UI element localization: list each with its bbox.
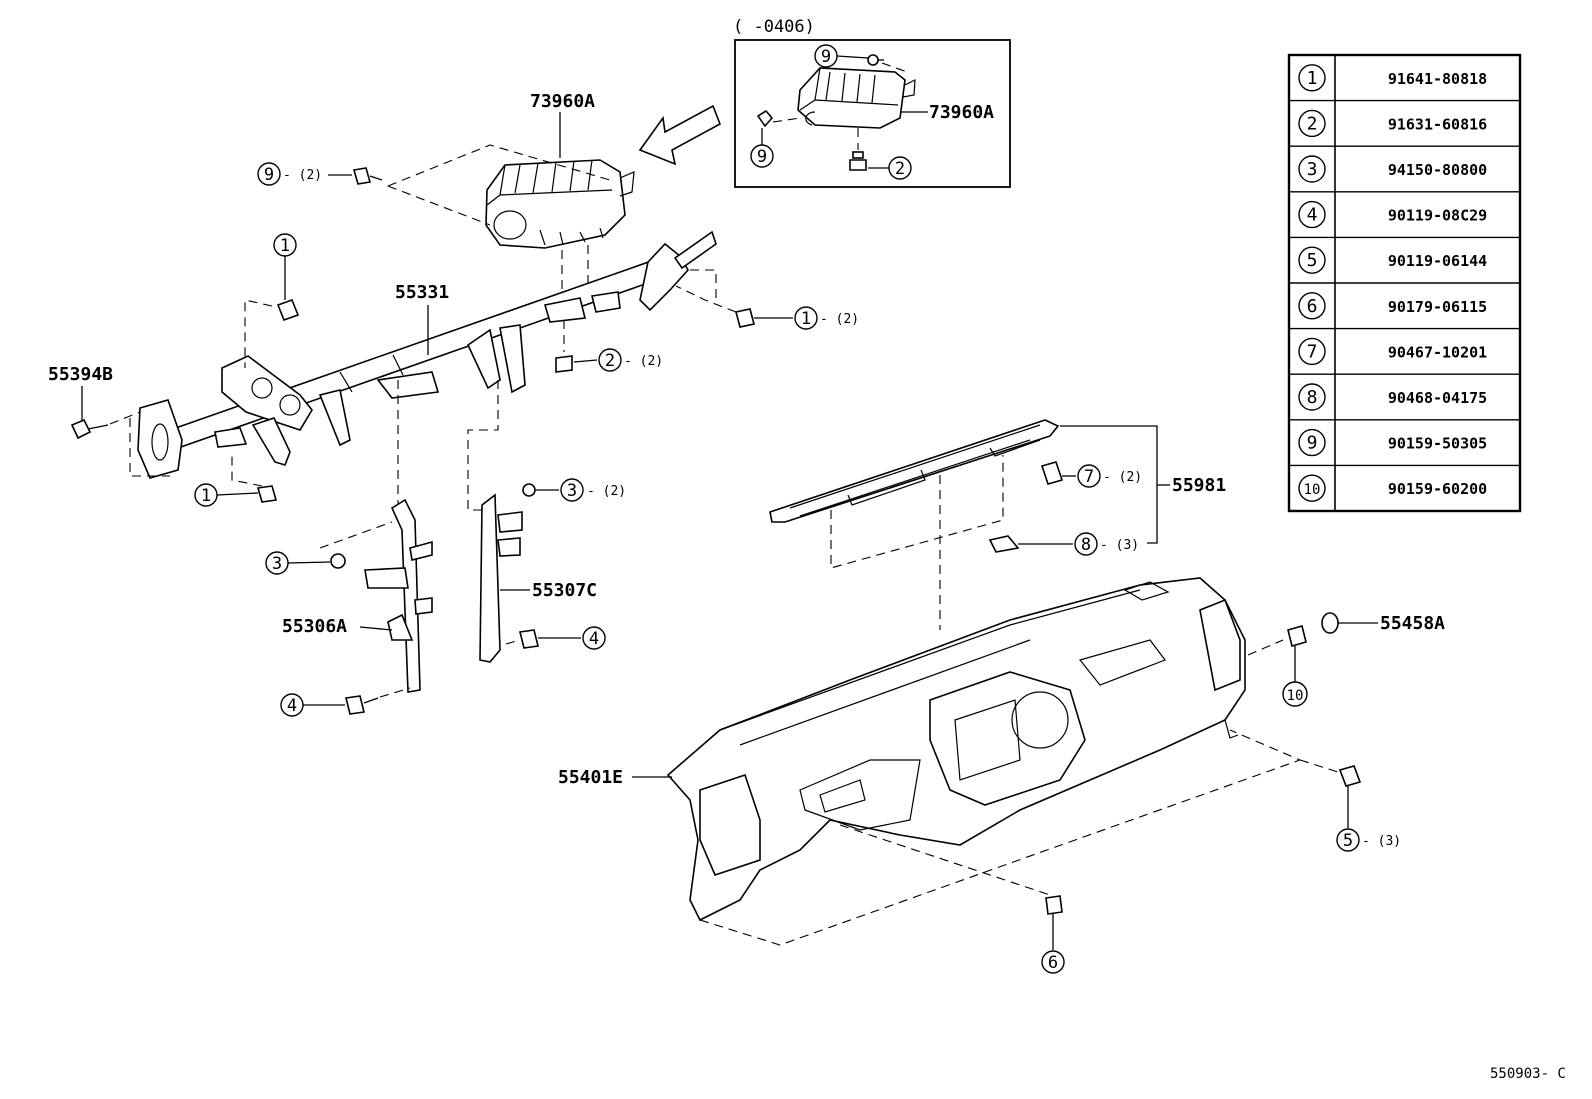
defroster-nozzle-label: 55981 — [1172, 475, 1226, 496]
table-key: 10 — [1304, 482, 1321, 498]
inset-airbag-drawing — [797, 67, 916, 129]
ref-3-left: 3 — [265, 551, 346, 575]
table-part-number: 90119-08C29 — [1388, 207, 1487, 225]
table-key-circle — [1298, 428, 1326, 457]
table-key-circle — [1298, 474, 1326, 502]
svg-text:- (2): - (2) — [624, 354, 663, 369]
svg-text:- (2): - (2) — [283, 168, 322, 183]
svg-text:2: 2 — [895, 159, 905, 179]
inset-panel: ( -0406) 73960A 9 — [733, 17, 1011, 188]
svg-text:9: 9 — [821, 47, 831, 67]
table-part-number: 90159-60200 — [1388, 480, 1487, 498]
table-key-circle — [1298, 383, 1326, 411]
side-bracket-label: 55394B — [48, 364, 113, 385]
ref-7: 7 - (2) — [1040, 461, 1142, 488]
ref-2-right: 2 - (2) — [555, 348, 663, 373]
clip-55458A-label: 55458A — [1380, 613, 1445, 634]
ref-4-left: 4 — [280, 693, 379, 717]
svg-text:5: 5 — [1343, 831, 1353, 851]
table-part-number: 91641-80818 — [1388, 70, 1487, 88]
clip-55458A — [1321, 612, 1378, 634]
table-part-number: 90119-06144 — [1388, 252, 1487, 270]
svg-text:10: 10 — [1287, 688, 1304, 704]
table-key: 9 — [1307, 433, 1318, 454]
svg-text:8: 8 — [1081, 535, 1091, 555]
ref-8: 8 - (3) — [988, 532, 1139, 556]
cross-beam-label: 55331 — [395, 282, 449, 303]
svg-text:2: 2 — [605, 351, 615, 371]
svg-text:- (2): - (2) — [1103, 470, 1142, 485]
inset-ref-9-top: 9 — [814, 44, 869, 68]
airbag-module-drawing — [485, 159, 635, 249]
table-key: 6 — [1307, 296, 1318, 317]
svg-text:1: 1 — [801, 309, 811, 329]
ref-10: 10 — [1282, 625, 1308, 707]
inset-ref-9-left: 9 — [750, 128, 774, 168]
right-brace-label: 55307C — [532, 580, 597, 601]
table-key: 5 — [1307, 250, 1318, 271]
fastener-table: 1 91641-80818 2 91631-60816 3 94150-80800 4 901… — [1287, 53, 1522, 513]
svg-text:7: 7 — [1084, 467, 1094, 487]
svg-text:4: 4 — [287, 696, 297, 716]
diagram-code: 550903- C — [1490, 1066, 1566, 1082]
table-part-number: 91631-60816 — [1388, 115, 1487, 133]
view-arrow-icon — [638, 104, 722, 166]
svg-text:9: 9 — [264, 165, 274, 185]
table-part-number: 90467-10201 — [1388, 343, 1487, 361]
svg-text:- (3): - (3) — [1362, 834, 1401, 849]
table-key: 2 — [1307, 113, 1318, 134]
svg-text:- (3): - (3) — [1100, 538, 1139, 553]
left-brace-label: 55306A — [282, 616, 347, 637]
ref-9-main: 9 - (2) — [257, 162, 383, 186]
instrument-panel-label: 55401E — [558, 767, 623, 788]
inset-date-range: ( -0406) — [733, 17, 815, 37]
table-key-circle — [1298, 292, 1326, 320]
ref-3-mid: 3 - (2) — [522, 478, 626, 502]
table-key-circle — [1298, 200, 1326, 229]
inset-airbag-label: 73960A — [929, 102, 994, 123]
table-key-circle — [1298, 337, 1326, 366]
inset-bolt-2 — [849, 151, 867, 171]
cross-beam-drawing — [137, 230, 717, 479]
airbag-label: 73960A — [530, 91, 595, 112]
side-bolt-55394B — [70, 418, 109, 440]
svg-text:- (2): - (2) — [587, 484, 626, 499]
table-key-circle — [1298, 246, 1326, 274]
table-part-number: 94150-80800 — [1388, 161, 1487, 179]
table-key: 8 — [1307, 387, 1318, 408]
right-brace-drawing — [479, 493, 523, 663]
instrument-panel-drawing — [666, 577, 1246, 922]
svg-text:3: 3 — [567, 481, 577, 501]
ref-6: 6 — [1041, 895, 1065, 974]
svg-text:1: 1 — [201, 486, 211, 506]
svg-text:- (2): - (2) — [820, 312, 859, 327]
table-part-number: 90468-04175 — [1388, 389, 1487, 407]
table-key-circle — [1298, 109, 1326, 138]
left-brace-drawing — [364, 498, 433, 693]
inset-border — [734, 39, 1011, 188]
svg-text:9: 9 — [757, 147, 767, 167]
table-key-circle — [1298, 155, 1326, 183]
table-key: 4 — [1307, 205, 1318, 226]
ref-1-right: 1 - (2) — [735, 306, 859, 330]
ref-4-mid: 4 — [519, 626, 606, 650]
svg-text:6: 6 — [1048, 953, 1058, 973]
table-key: 3 — [1307, 159, 1318, 180]
svg-text:3: 3 — [272, 554, 282, 574]
table-part-number: 90159-50305 — [1388, 435, 1487, 453]
inset-clip-9-top — [867, 54, 884, 66]
ref-5: 5 - (3) — [1336, 765, 1401, 852]
inset-ref-2: 2 — [868, 156, 912, 180]
svg-text:4: 4 — [589, 629, 599, 649]
ref-1-left: 1 — [194, 483, 278, 507]
ref-1-top: 1 — [273, 233, 300, 322]
table-key-circle — [1298, 64, 1326, 92]
table-part-number: 90179-06115 — [1388, 298, 1487, 316]
defroster-nozzle-drawing — [769, 419, 1060, 523]
svg-text:1: 1 — [280, 236, 290, 256]
table-key: 7 — [1307, 341, 1318, 362]
inset-clip-9-left — [756, 109, 774, 128]
table-key: 1 — [1307, 68, 1318, 89]
